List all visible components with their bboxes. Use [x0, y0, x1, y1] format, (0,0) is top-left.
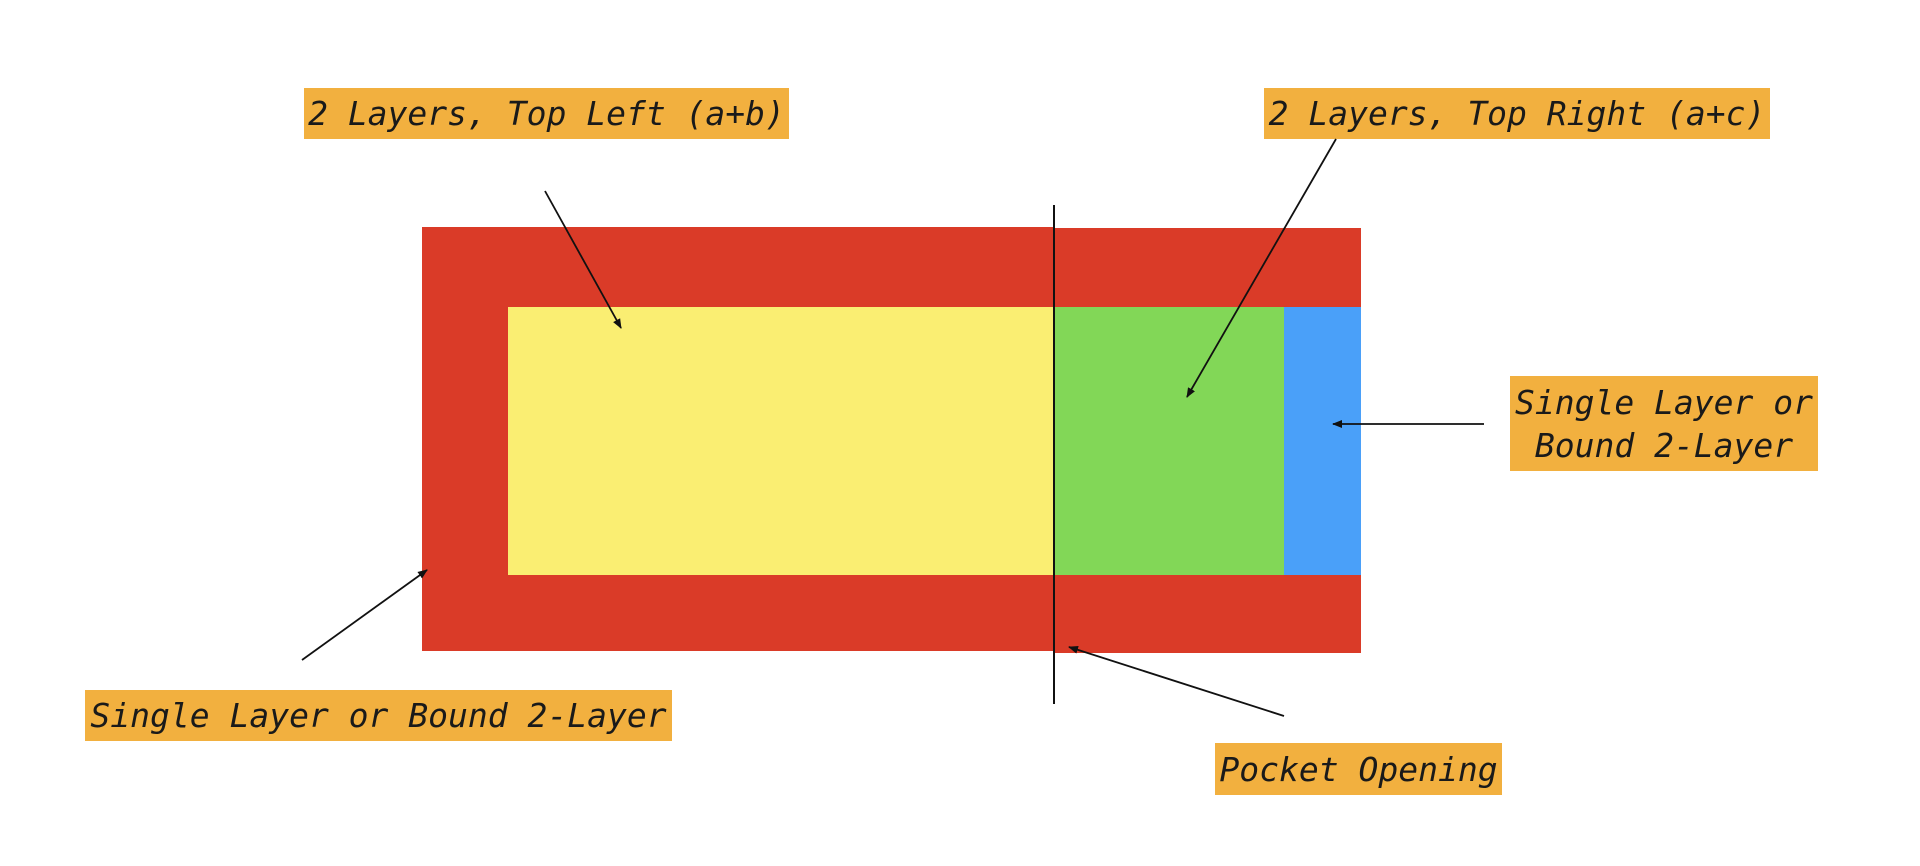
- label-box-top-right: [1264, 88, 1770, 139]
- arrow-left-edge: [301, 569, 428, 661]
- label-box-top-left: [304, 88, 789, 139]
- arrow-pocket: [1068, 645, 1285, 717]
- label-pocket: Pocket Opening: [1219, 750, 1498, 789]
- top-left-layer: [508, 307, 1053, 575]
- label-box-right-edge: [1510, 376, 1818, 471]
- arrow-top-left: [544, 190, 622, 329]
- label-top-right: 2 Layers, Top Right (a+c): [1268, 94, 1766, 133]
- label-right-edge-line2: Bound 2-Layer: [1534, 426, 1794, 465]
- label-left-edge: Single Layer or Bound 2-Layer: [90, 696, 667, 735]
- binding-strip: [1284, 307, 1361, 575]
- label-right-edge-line1: Single Layer or: [1514, 383, 1813, 422]
- label-top-left: 2 Layers, Top Left (a+b): [308, 94, 785, 133]
- label-box-pocket: [1215, 743, 1502, 795]
- label-box-left-edge: [85, 690, 672, 741]
- arrow-top-right: [1186, 138, 1337, 398]
- top-right-layer: [1053, 307, 1284, 575]
